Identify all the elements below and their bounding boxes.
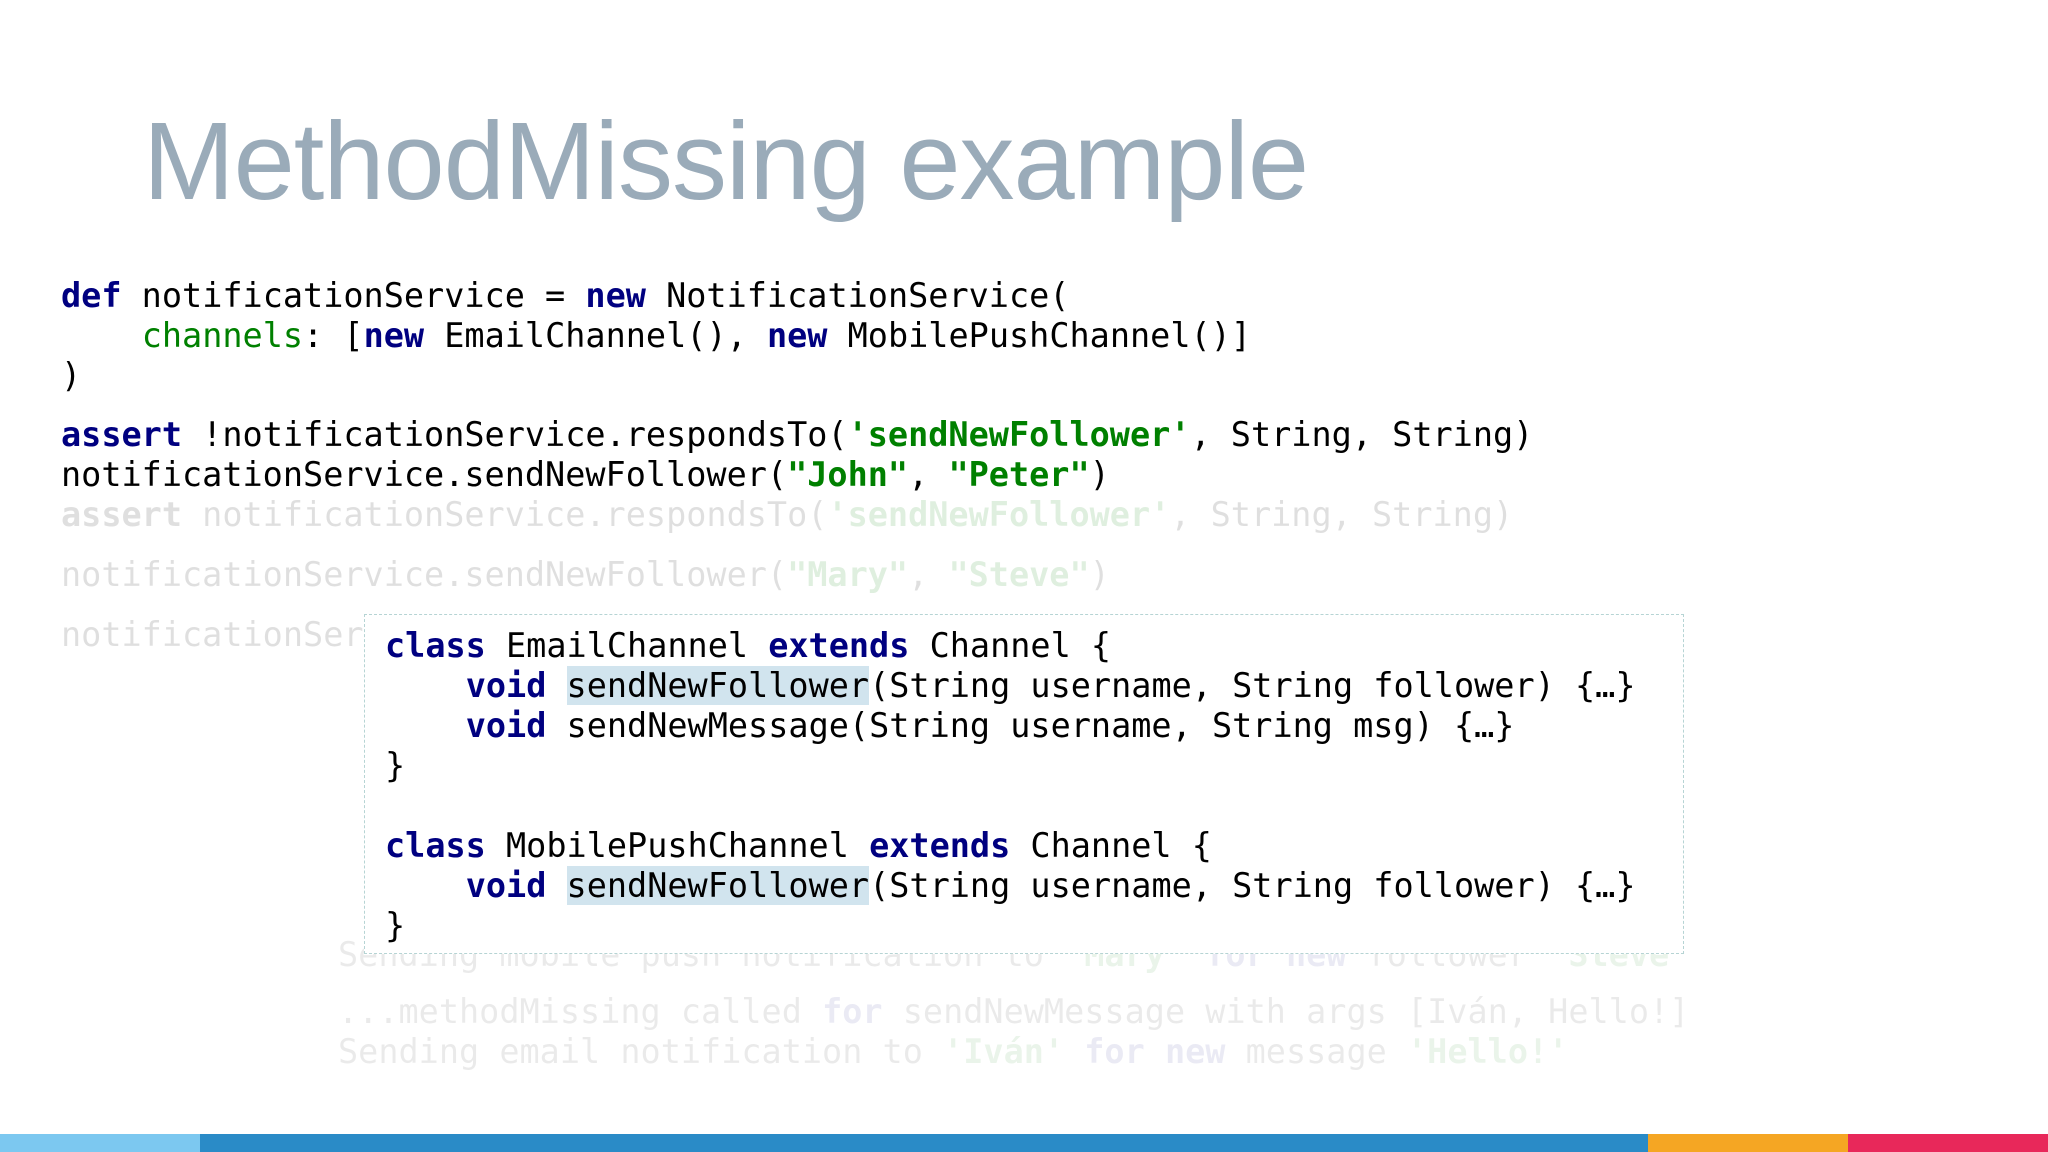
code-text [546,666,566,705]
popup-line-1: class EmailChannel extends Channel { [385,626,1111,666]
code-text: (String username, String follower) {…} [869,666,1636,705]
code-line-4: assert !notificationService.respondsTo('… [61,415,1533,455]
code-indent [385,866,466,905]
class-definition-popup: class EmailChannel extends Channel { voi… [364,614,1684,954]
keyword: assert [61,415,183,454]
console-line-3: Sending email notification to 'Iván' for… [338,1032,1568,1072]
code-line-2: channels: [new EmailChannel(), new Mobil… [61,316,1251,356]
keyword: new [363,316,425,355]
string-literal: "Mary" [787,555,909,594]
string-literal: 'Iván' [943,1032,1065,1071]
string-literal: "Peter" [948,455,1090,494]
string-literal: 'Hello!' [1406,1032,1569,1071]
keyword: class [385,826,486,865]
code-line-5: notificationService.sendNewFollower("Joh… [61,455,1110,495]
code-indent [385,706,466,745]
keyword: void [465,706,547,745]
console-text: sendNewMessage with args [Iván, Hello!] [882,992,1690,1031]
code-indent [61,316,142,355]
code-text: ) [1089,555,1110,594]
string-literal: 'sendNewFollower' [827,495,1171,534]
code-text: , String, String) [1190,415,1534,454]
keyword: for [822,992,883,1031]
highlighted-method: sendNewFollower [566,666,870,705]
code-text: NotificationService( [645,276,1070,315]
footer-bar-light-blue [0,1134,200,1152]
code-indent [385,666,466,705]
popup-line-4: } [385,746,405,786]
code-line-8-faded: notificationSer [61,615,364,655]
code-text: notificationService.sendNewFollower( [61,455,788,494]
keyword: void [465,666,547,705]
code-text: } [385,906,406,945]
keyword: extends [768,626,910,665]
code-text: notificationSer [61,615,364,654]
code-text: , String, String) [1170,495,1514,534]
console-text: message [1225,1032,1407,1071]
code-line-6-faded: assert notificationService.respondsTo('s… [61,495,1513,535]
keyword: extends [869,826,1011,865]
keyword: assert [61,495,183,534]
console-text [1145,1032,1165,1071]
keyword: class [385,626,486,665]
code-text: EmailChannel(), [424,316,767,355]
console-line-2: ...methodMissing called for sendNewMessa… [338,992,1689,1032]
popup-line-7: } [385,906,405,946]
named-argument: channels [141,316,304,355]
keyword: def [61,276,122,315]
keyword: new [766,316,828,355]
console-text: ...methodMissing called [338,992,823,1031]
code-line-3: ) [61,356,81,396]
footer-bar-orange [1648,1134,1848,1152]
keyword: new [1164,1032,1226,1071]
code-text: Channel { [1010,826,1212,865]
footer-bar-red [1848,1134,2048,1152]
code-text: notificationService.respondsTo( [182,495,828,534]
keyword: void [465,866,547,905]
code-text: !notificationService.respondsTo( [182,415,848,454]
keyword: new [585,276,646,315]
highlighted-method: sendNewFollower [566,866,870,905]
code-text: ) [1089,455,1110,494]
code-text: , [908,555,949,594]
popup-line-6: void sendNewFollower(String username, St… [385,866,1636,906]
footer-bar-blue [200,1134,1648,1152]
console-text: Sending email notification to [338,1032,944,1071]
code-text: MobilePushChannel [485,826,870,865]
code-text: MobilePushChannel()] [827,316,1252,355]
popup-line-2: void sendNewFollower(String username, St… [385,666,1636,706]
code-text: : [ [303,316,364,355]
string-literal: 'sendNewFollower' [847,415,1191,454]
code-text [546,866,566,905]
code-text: ) [61,356,82,395]
console-text [1064,1032,1084,1071]
code-line-1: def notificationService = new Notificati… [61,276,1069,316]
popup-line-5: class MobilePushChannel extends Channel … [385,826,1212,866]
code-text: EmailChannel [485,626,769,665]
string-literal: "John" [787,455,909,494]
code-text: sendNewMessage(String username, String m… [546,706,1515,745]
code-text: Channel { [909,626,1112,665]
code-text: } [385,746,406,785]
code-line-7-faded: notificationService.sendNewFollower("Mar… [61,555,1110,595]
code-text: (String username, String follower) {…} [869,866,1636,905]
keyword: for [1084,1032,1145,1071]
string-literal: "Steve" [948,555,1090,594]
code-text: notificationService.sendNewFollower( [61,555,788,594]
code-text: , [908,455,949,494]
slide-title: MethodMissing example [143,100,1309,223]
code-text: notificationService = [121,276,586,315]
popup-line-3: void sendNewMessage(String username, Str… [385,706,1515,746]
